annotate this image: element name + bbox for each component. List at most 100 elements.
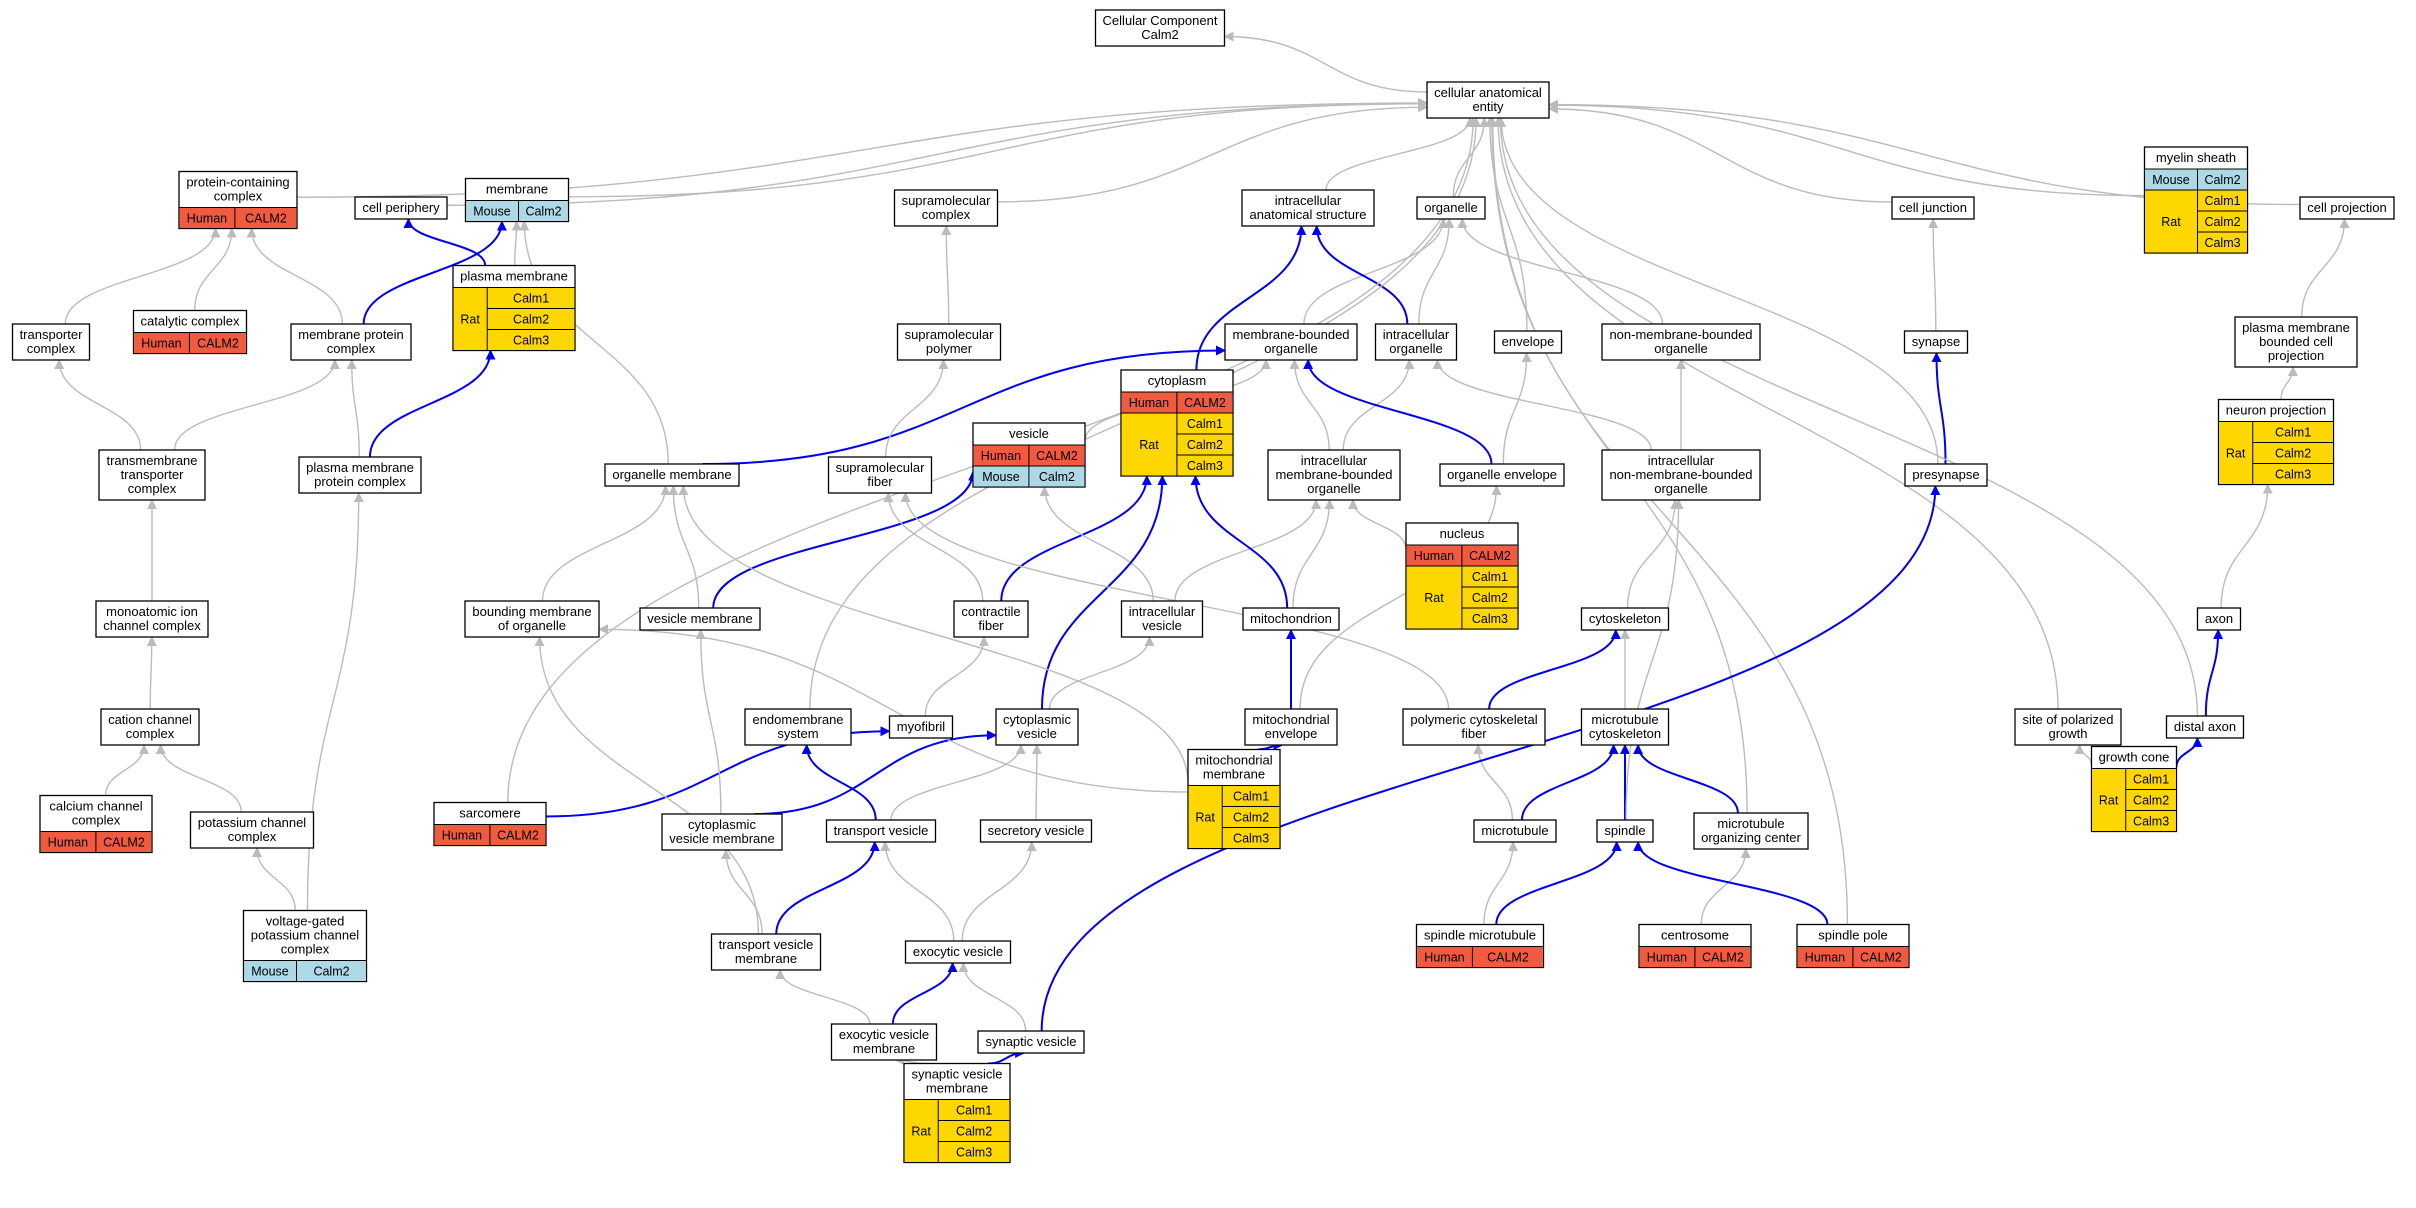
node-box <box>1493 330 1563 354</box>
gene-name: CALM2 <box>197 337 239 351</box>
node-svm: synaptic vesiclemembraneRatCalm1Calm2Cal… <box>903 1062 1011 1164</box>
edge-mtoc-to-mtcyto <box>1633 744 1739 814</box>
node-box <box>825 819 937 843</box>
node-label: site of polarized <box>2022 712 2113 727</box>
species-name: Rat <box>1195 811 1215 825</box>
node-label: membrane protein <box>298 327 404 342</box>
edge-cvm-to-cytoves <box>754 730 997 815</box>
node-box <box>1094 9 1226 47</box>
node-label: catalytic complex <box>141 314 240 329</box>
node-label: plasma membrane <box>306 460 414 475</box>
edge-evm-to-exoves <box>891 962 958 1025</box>
species-row-human <box>179 208 297 228</box>
node-label: cytoplasmic <box>1003 712 1071 727</box>
node-label: intracellular <box>1383 327 1450 342</box>
gene-name: CALM2 <box>245 212 287 226</box>
edge-cytoves-to-icves <box>1048 636 1155 710</box>
species-name: Rat <box>1139 438 1159 452</box>
node-label: intracellular <box>1648 453 1715 468</box>
node-label: synaptic vesicle <box>985 1034 1076 1049</box>
edge-cvm-to-vesmem <box>695 629 722 815</box>
node-label: intracellular <box>1301 453 1368 468</box>
edge-supfib-to-suppoly <box>884 359 949 458</box>
edge-spole-to-cae <box>1487 117 1849 925</box>
node-label: intracellular <box>1275 193 1342 208</box>
node-label: membrane-bounded <box>1275 467 1392 482</box>
node-orgenv: organelle envelope <box>1439 463 1565 487</box>
node-box <box>830 1023 938 1061</box>
edge-transp-to-pcc <box>64 227 221 325</box>
edge-spg-to-cae <box>1493 117 2059 710</box>
species-row-rat <box>453 288 575 350</box>
gene-name: CALM2 <box>1487 951 1529 965</box>
edge-icves-to-vesicle <box>1039 486 1154 602</box>
gene-name: Calm2 <box>1039 470 1075 484</box>
edge-celljunc-to-cae <box>1548 103 1893 203</box>
gene-name: Calm3 <box>956 1146 992 1160</box>
node-label: voltage-gated <box>266 914 345 929</box>
edge-synapse-to-celljunc <box>1928 218 1939 332</box>
gene-name: Calm2 <box>525 205 561 219</box>
gene-name: CALM2 <box>497 829 539 843</box>
node-cellproj: cell projection <box>2299 196 2395 220</box>
edge-cation-to-monoion <box>146 636 157 710</box>
node-microtubule: microtubule <box>1473 819 1557 843</box>
node-label: non-membrane-bounded <box>1609 327 1752 342</box>
edge-presyn-to-cae <box>1496 117 1939 465</box>
gene-name: Calm3 <box>513 334 549 348</box>
node-label: complex <box>228 829 277 844</box>
node-label: channel complex <box>103 618 201 633</box>
species-name: Mouse <box>251 965 289 979</box>
node-label: cell projection <box>2307 200 2387 215</box>
node-box <box>1601 449 1761 501</box>
species-row-rat <box>904 1100 1010 1162</box>
node-cytosk: cytoskeleton <box>1580 607 1670 631</box>
node-label: transmembrane <box>106 453 197 468</box>
edge-vesmem-to-orgmem <box>668 485 700 609</box>
node-label: sarcomere <box>459 806 520 821</box>
node-box <box>1242 607 1340 631</box>
node-label: organelle <box>1264 341 1318 356</box>
node-label: exocytic vesicle <box>913 944 1003 959</box>
edge-envelope-to-cae <box>1484 117 1528 332</box>
edge-suppoly-to-supcx <box>941 225 952 325</box>
node-box <box>290 323 412 361</box>
node-label: entity <box>1472 99 1504 114</box>
node-label: complex <box>27 341 76 356</box>
node-box <box>995 708 1079 746</box>
node-label: axon <box>2205 611 2233 626</box>
gene-name: Calm2 <box>2133 794 2169 808</box>
node-label: cell periphery <box>362 200 440 215</box>
gene-name: CALM2 <box>103 836 145 850</box>
node-box <box>1439 463 1565 487</box>
edge-bmo-to-orgmem <box>541 485 671 602</box>
gene-name: Calm1 <box>513 292 549 306</box>
species-row-rat <box>1188 786 1280 848</box>
edge-mito-to-imbo <box>1292 499 1335 609</box>
node-label: polymer <box>926 341 973 356</box>
node-box <box>464 600 600 638</box>
node-box <box>977 1030 1085 1054</box>
gene-name: Calm2 <box>1187 438 1223 452</box>
edge-ias-to-cae <box>1325 117 1475 191</box>
edge-microtubule-to-mtcyto <box>1520 744 1619 821</box>
gene-name: CALM2 <box>1184 396 1226 410</box>
edge-icorg-to-organelle <box>1418 218 1455 325</box>
edge-spmt-to-microtubule <box>1483 841 1518 925</box>
